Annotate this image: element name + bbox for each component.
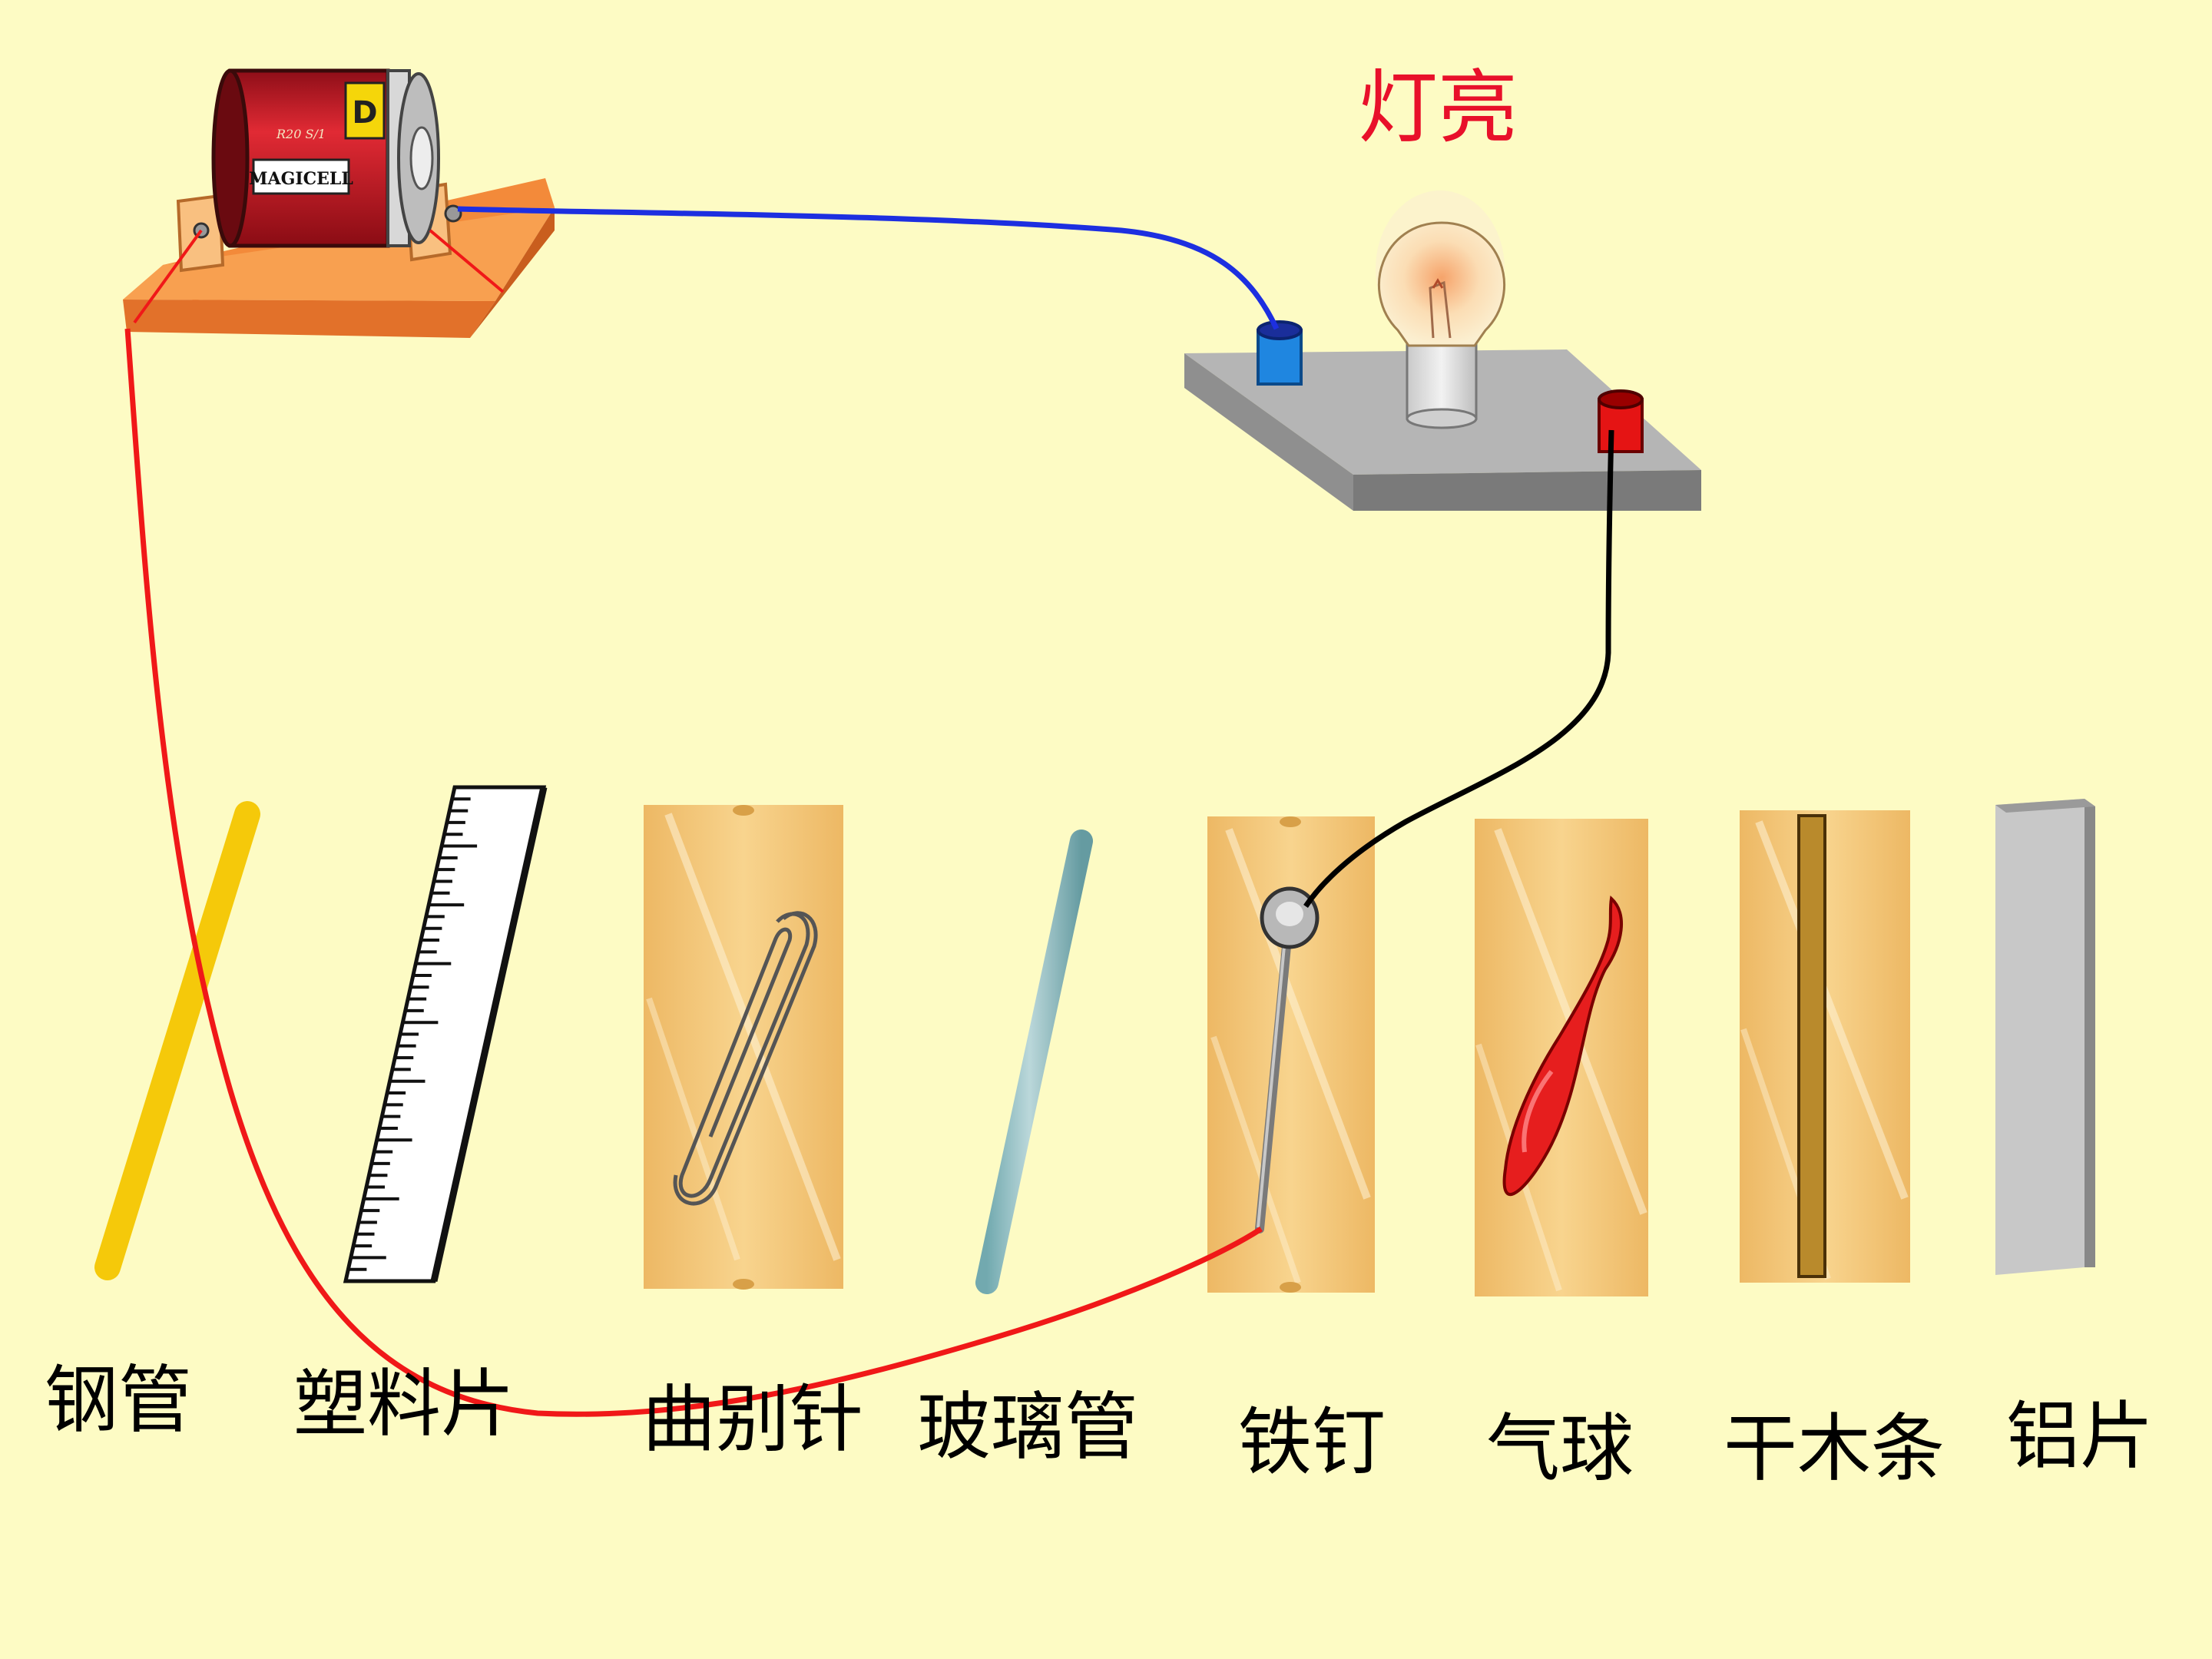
battery-model-label: R20 S/1 [276, 127, 326, 141]
paper-clip [673, 911, 818, 1206]
plastic-ruler [343, 785, 548, 1283]
battery: D MAGICELL R20 S/1 [211, 68, 440, 248]
bulb-board-front [1353, 470, 1701, 511]
wire-red [124, 328, 1263, 1417]
light-bulb [1376, 190, 1505, 429]
blue-terminal [1257, 320, 1303, 386]
battery-board-front [123, 300, 495, 338]
iron-nail [1255, 886, 1320, 1233]
red-terminal [1598, 389, 1644, 453]
label-dry-wood-strip: 干木条 [1724, 1406, 1945, 1492]
label-steel-pipe: 钢管 [45, 1357, 192, 1443]
label-paper-clip: 曲别针 [642, 1376, 863, 1462]
steel-pipe [94, 801, 260, 1280]
dry-wood-strip [1797, 814, 1826, 1278]
lamp-on-label: 灯亮 [1358, 61, 1518, 154]
battery-brand-label: MAGICELL [249, 169, 353, 189]
balloon [1502, 896, 1623, 1197]
battery-holder: D MAGICELL R20 S/1 [123, 68, 555, 338]
battery-cap-label: D [352, 95, 377, 131]
label-plastic-ruler: 塑料片 [293, 1361, 515, 1447]
wire-blue [457, 206, 1280, 330]
aluminum-sheet [1995, 799, 2095, 1275]
glass-tube [975, 830, 1093, 1294]
bulb-holder [1184, 190, 1701, 511]
paper-clip-plank [644, 805, 843, 1290]
label-balloon: 气球 [1486, 1406, 1634, 1492]
label-iron-nail: 铁钉 [1238, 1399, 1386, 1485]
label-glass-tube: 玻璃管 [917, 1384, 1138, 1470]
wire-black [1303, 429, 1614, 908]
label-aluminum-sheet: 铝片 [2006, 1393, 2154, 1479]
